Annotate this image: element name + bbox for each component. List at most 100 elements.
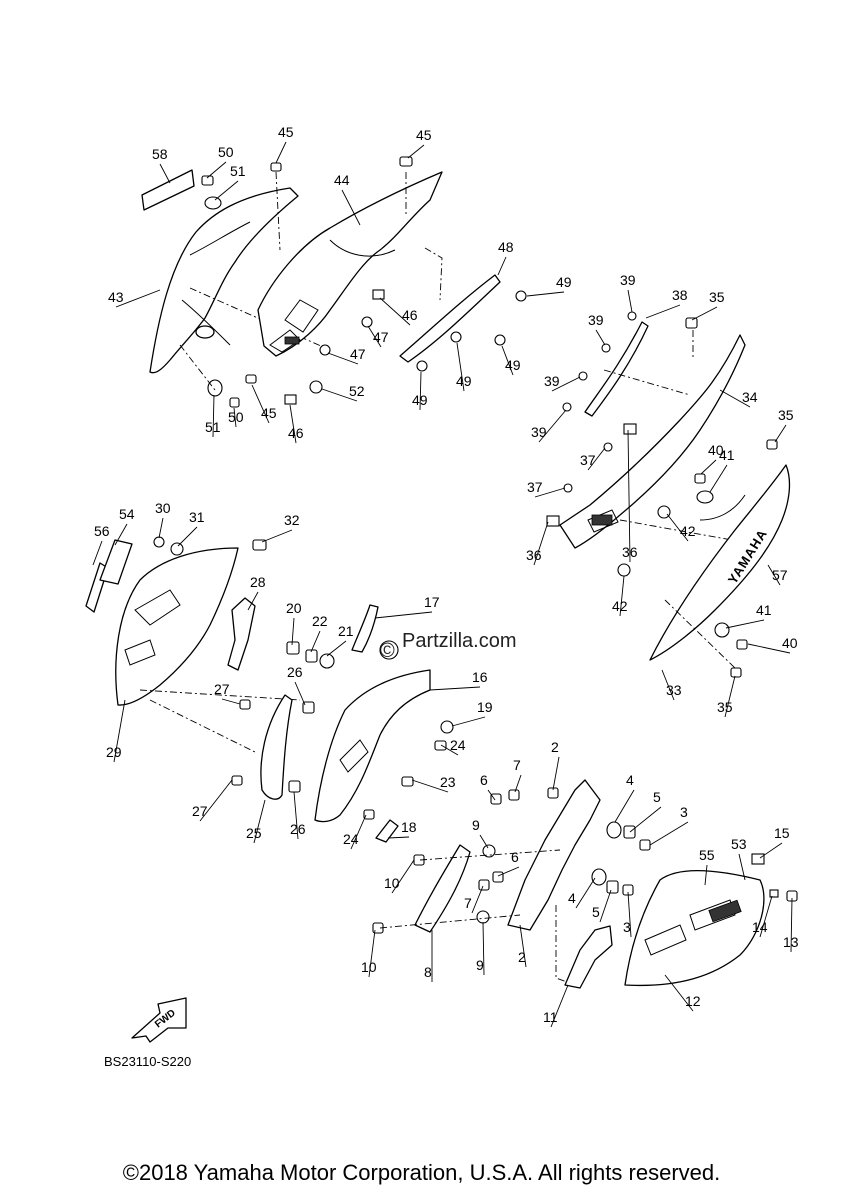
collar-9-bottom: [476, 910, 490, 924]
callout-27: 27: [214, 681, 230, 697]
copyright-notice: ©2018 Yamaha Motor Corporation, U.S.A. A…: [122, 1160, 721, 1185]
trim-48-group: [399, 274, 527, 372]
bolt-40-top: [694, 473, 706, 484]
callout-35: 35: [778, 407, 794, 423]
collar-41-bottom: [714, 622, 730, 638]
grommet-hole: [195, 325, 215, 339]
inner-cover-44-group: [257, 156, 443, 357]
callout-leader-24: [440, 744, 459, 756]
callout-leader-49: [501, 345, 514, 376]
callout-38: 38: [672, 287, 688, 303]
callout-leader-53: [738, 853, 746, 881]
callout-leader-27: [221, 698, 241, 705]
callout-3: 3: [623, 919, 631, 935]
bracket-28: [227, 597, 256, 671]
callout-24: 24: [343, 831, 359, 847]
callout-39: 39: [588, 312, 604, 328]
inner-cover-44: [257, 171, 443, 357]
washer-31: [170, 542, 184, 556]
callout-13: 13: [783, 934, 799, 950]
bolt-3-top: [639, 839, 651, 851]
callout-5: 5: [592, 904, 600, 920]
callout-9: 9: [476, 957, 484, 973]
nut-36-b: [546, 515, 560, 527]
washer-39-b: [601, 343, 611, 353]
collar-26-bottom: [288, 780, 301, 793]
callout-leader-26: [294, 681, 306, 706]
callout-51: 51: [205, 419, 221, 435]
callout-29: 29: [106, 744, 122, 760]
callout-2: 2: [518, 949, 526, 965]
collar-51-bottom: [207, 379, 223, 397]
bolt-27-bottom: [231, 775, 243, 786]
bracket-1-group: [372, 779, 798, 989]
callout-10: 10: [361, 959, 377, 975]
nut-46-right: [372, 289, 385, 300]
grommet-32: [252, 539, 267, 551]
callout-26: 26: [287, 664, 303, 680]
washer-37-b: [563, 483, 573, 493]
callout-2: 2: [551, 739, 559, 755]
screw-45-top-right: [399, 156, 413, 167]
washer-47-b: [319, 344, 331, 356]
callout-15: 15: [774, 825, 790, 841]
callout-6: 6: [511, 849, 519, 865]
callout-50: 50: [228, 409, 244, 425]
callout-57: 57: [772, 567, 788, 583]
callout-leader-29: [113, 699, 126, 763]
pad-dark-34: [591, 514, 613, 526]
callout-34: 34: [742, 389, 758, 405]
bolt-7-top: [508, 789, 520, 801]
callout-leader-52: [321, 388, 358, 402]
callout-leader-41: [709, 464, 728, 493]
callout-39: 39: [544, 373, 560, 389]
grommet-4-top: [606, 821, 622, 839]
callout-leader-50: [233, 407, 237, 428]
callout-leader-20: [291, 617, 295, 646]
callout-leader-9: [482, 921, 485, 976]
callout-leader-18: [387, 836, 410, 839]
bolt-20: [286, 641, 300, 655]
washer-49-a: [515, 290, 527, 302]
washer-39-c: [578, 371, 588, 381]
callout-leader-7: [514, 774, 522, 793]
cover-8: [414, 844, 471, 933]
callout-leader-56: [92, 540, 103, 566]
cap-19: [440, 720, 454, 734]
callout-leader-2: [519, 924, 527, 968]
callout-leader-42: [666, 513, 689, 542]
callout-19: 19: [477, 699, 493, 715]
callout-39: 39: [620, 272, 636, 288]
callout-36: 36: [622, 544, 638, 560]
callout-leader-45: [251, 384, 270, 424]
hose-17: [351, 604, 379, 653]
callout-25: 25: [246, 825, 262, 841]
bolt-23: [401, 776, 414, 787]
callout-45: 45: [278, 124, 294, 140]
bolt-30: [153, 536, 165, 548]
bolt-24-bottom: [363, 809, 375, 820]
callout-leader-54: [114, 523, 128, 546]
callout-leader-45: [407, 144, 425, 159]
callout-leader-43: [115, 289, 161, 308]
callout-leader-22: [310, 630, 321, 653]
grommet-4-bottom: [591, 868, 607, 886]
washer-49-b: [450, 331, 462, 343]
callout-leader-9: [479, 834, 489, 849]
callout-leader-6: [497, 866, 520, 877]
callout-17: 17: [424, 594, 440, 610]
callout-53: 53: [731, 836, 747, 852]
callout-47: 47: [350, 346, 366, 362]
callout-49: 49: [556, 274, 572, 290]
callout-20: 20: [286, 600, 302, 616]
callout-37: 37: [527, 479, 543, 495]
callout-31: 31: [189, 509, 205, 525]
callout-leader-26: [293, 791, 299, 840]
bolt-6-bottom: [492, 871, 504, 883]
callout-leader-13: [790, 897, 793, 953]
callout-leader-47: [327, 352, 359, 365]
callout-32: 32: [284, 512, 300, 528]
callout-56: 56: [94, 523, 110, 539]
callout-labels: 2233445566778991010111213141516171819202…: [92, 124, 799, 1028]
panel-25: [260, 694, 293, 800]
